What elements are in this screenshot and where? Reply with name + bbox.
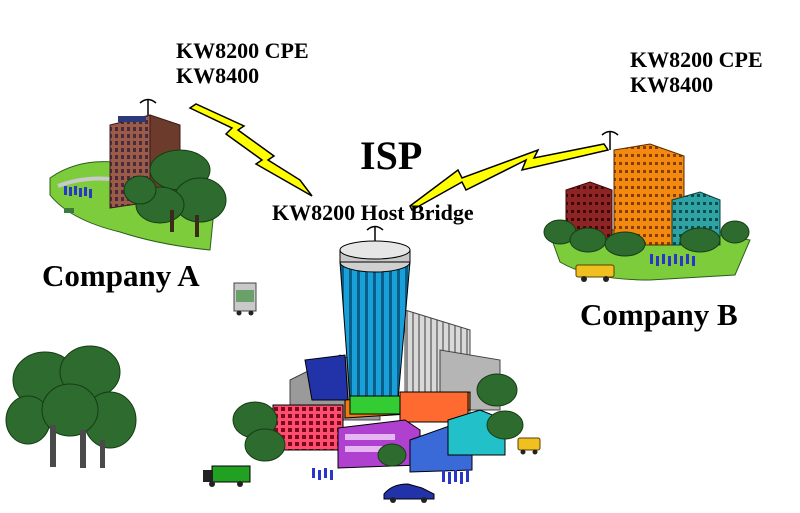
- antenna-icon: [601, 130, 619, 136]
- equipment-line: KW8400: [176, 63, 260, 89]
- equipment-line: KW8400: [630, 72, 714, 98]
- tree-icon: [543, 219, 750, 257]
- company-b-label: Company B: [580, 297, 738, 332]
- tree-icon: [232, 373, 524, 467]
- building-icon: [339, 225, 411, 401]
- company-a-equipment-label: KW8200 CPE KW8400: [176, 38, 309, 89]
- company-b-campus: [543, 130, 751, 282]
- tree-icon: [123, 149, 227, 237]
- equipment-line: KW8200 CPE: [630, 47, 763, 72]
- lightning-link-icon: [188, 103, 313, 197]
- tree-icon: [5, 345, 137, 468]
- building-icon: [565, 130, 721, 246]
- equipment-line: KW8200 CPE: [176, 38, 309, 63]
- car-icon: [383, 483, 435, 503]
- antenna-icon: [139, 98, 157, 104]
- isp-title: ISP: [360, 133, 423, 178]
- isp-city: [203, 225, 541, 503]
- bus-icon: [517, 437, 541, 455]
- host-bridge-label: KW8200 Host Bridge: [272, 200, 474, 225]
- lightning-link-icon: [409, 143, 610, 212]
- truck-icon: [203, 465, 251, 487]
- company-a-campus: [49, 98, 227, 251]
- company-a-label: Company A: [42, 258, 200, 293]
- truck-icon: [233, 282, 257, 316]
- company-b-equipment-label: KW8200 CPE KW8400: [630, 47, 763, 98]
- antenna-icon: [366, 225, 384, 231]
- bus-icon: [575, 264, 615, 282]
